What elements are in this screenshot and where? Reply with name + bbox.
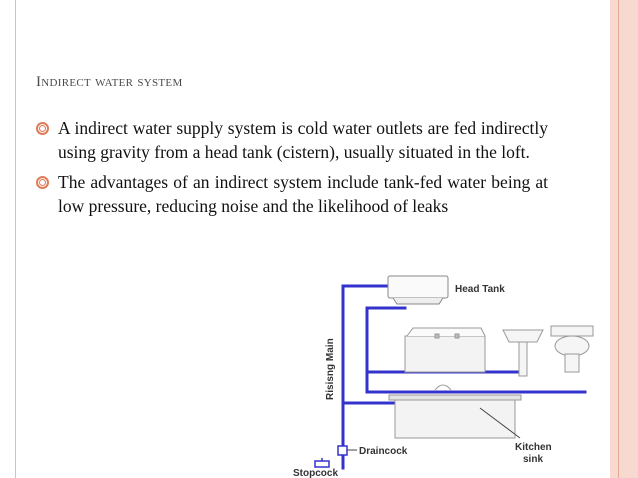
- bullet-text: A indirect water supply system is cold w…: [58, 118, 548, 162]
- bullet-list: A indirect water supply system is cold w…: [36, 116, 548, 224]
- bullet-item: The advantages of an indirect system inc…: [36, 170, 548, 218]
- bath-shape: [404, 327, 486, 373]
- bullet-text: The advantages of an indirect system inc…: [58, 172, 548, 216]
- right-accent-band: [610, 0, 638, 478]
- pipework: [341, 284, 587, 470]
- plumbing-diagram: Head Tank Kitchen sink Risisn: [285, 268, 607, 478]
- left-margin-rule: [15, 0, 16, 478]
- kitchen-sink-label-line2: sink: [523, 454, 543, 465]
- bullet-icon: [36, 176, 49, 189]
- distribution-pipe: [365, 370, 587, 394]
- kitchen-sink-shape: [388, 384, 522, 439]
- head-tank-label: Head Tank: [455, 284, 505, 295]
- draincock-shape: [337, 445, 348, 456]
- plumbing-diagram-svg: Head Tank Kitchen sink Risisn: [293, 275, 594, 478]
- rising-main-label: Risisng Main: [325, 338, 336, 400]
- toilet-shape: [550, 325, 594, 373]
- bullet-item: A indirect water supply system is cold w…: [36, 116, 548, 164]
- draincock-label: Draincock: [359, 446, 408, 457]
- bullet-icon: [36, 122, 49, 135]
- kitchen-sink-label-line1: Kitchen: [515, 442, 552, 453]
- right-accent-line: [618, 0, 619, 478]
- stopcock-label: Stopcock: [293, 468, 338, 478]
- head-tank-shape: [387, 275, 449, 305]
- slide-title: Indirect water system: [36, 74, 183, 90]
- stopcock-shape: [314, 458, 330, 468]
- basin-shape: [502, 329, 544, 377]
